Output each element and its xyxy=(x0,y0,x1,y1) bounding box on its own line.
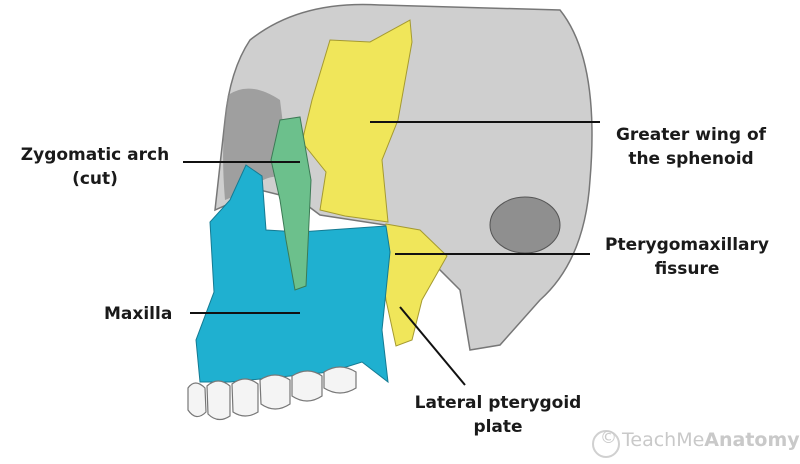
label-maxilla: Maxilla xyxy=(104,302,172,326)
plate-leader-line xyxy=(399,306,466,386)
label-line: Maxilla xyxy=(104,304,173,324)
teeth xyxy=(187,366,357,421)
label-lateral-pterygoid-plate: Lateral pterygoid plate xyxy=(405,391,591,439)
label-line: plate xyxy=(473,417,523,437)
label-pterygomaxillary-fissure: Pterygomaxillary fissure xyxy=(594,233,780,281)
label-line: fissure xyxy=(654,259,720,279)
label-zygomatic-arch: Zygomatic arch (cut) xyxy=(12,143,178,191)
leader-lines xyxy=(183,121,600,386)
label-line: the sphenoid xyxy=(628,149,754,169)
watermark-bold: Anatomy xyxy=(704,429,800,451)
label-line: Greater wing of xyxy=(615,125,767,145)
label-line: (cut) xyxy=(72,169,118,189)
label-line: Zygomatic arch xyxy=(20,145,170,165)
label-greater-wing: Greater wing of the sphenoid xyxy=(600,123,782,171)
copyright-icon xyxy=(592,430,620,458)
ear-canal xyxy=(489,196,561,254)
label-line: Lateral pterygoid xyxy=(414,393,582,413)
copyright-symbol: © xyxy=(600,428,617,448)
label-line: Pterygomaxillary xyxy=(605,235,769,255)
watermark-light: TeachMe xyxy=(622,429,705,451)
zygomatic-arch xyxy=(270,116,312,291)
